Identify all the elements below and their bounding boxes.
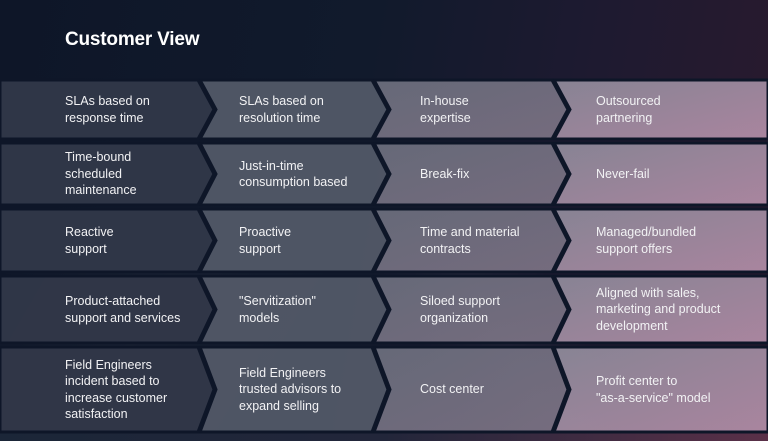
chevron-cell-shape (551, 78, 768, 141)
cell-r3-c2: Proactive support (239, 209, 379, 272)
cell-r5-c2: Field Engineers trusted advisors to expa… (239, 347, 379, 432)
cell-r1-c3: In-house expertise (420, 80, 565, 139)
cell-text: SLAs based on response time (65, 94, 150, 125)
cell-text: In-house expertise (420, 94, 471, 125)
chevron-cell-shape (371, 274, 570, 345)
cell-r4-c2: "Servitization" models (239, 276, 379, 343)
cell-text: Aligned with sales, marketing and produc… (596, 285, 721, 333)
chevron-cell-shape (197, 78, 390, 141)
cell-text: Never-fail (596, 166, 650, 181)
cell-text: Reactive support (65, 225, 114, 256)
cell-text: "Servitization" models (239, 294, 316, 325)
cell-text: Proactive support (239, 225, 292, 256)
chevron-cell-shape (551, 207, 768, 274)
chevron-cell-shape (551, 141, 768, 207)
cell-text: SLAs based on resolution time (239, 94, 324, 125)
cell-text: Time and material contracts (420, 225, 520, 256)
cell-text: Managed/bundled support offers (596, 225, 697, 256)
cell-text: Cost center (420, 382, 484, 397)
chevron-cell-shape (0, 141, 216, 207)
chevron-cell-shape (0, 345, 216, 434)
cell-r2-c3: Break-fix (420, 143, 565, 205)
cell-r4-c1: Product-attached support and services (65, 276, 205, 343)
cell-r2-c2: Just-in-time consumption based (239, 143, 379, 205)
cell-r1-c2: SLAs based on resolution time (239, 80, 379, 139)
cell-r4-c3: Siloed support organization (420, 276, 565, 343)
chevron-cell-shape (371, 207, 570, 274)
chevron-cell-shape (197, 274, 390, 345)
chevron-cell-shape (197, 141, 390, 207)
chevron-cell-shape (371, 78, 570, 141)
cell-r3-c1: Reactive support (65, 209, 205, 272)
cell-text: Time-bound scheduled maintenance (65, 150, 137, 198)
cell-r5-c1: Field Engineers incident based to increa… (65, 347, 205, 432)
chevron-cell-shape (371, 141, 570, 207)
cell-text: Profit center to "as-a-service" model (596, 374, 711, 405)
chevron-cell-shape (0, 274, 216, 345)
chevron-cell-shape (0, 207, 216, 274)
chevron-cell-shape (551, 274, 768, 345)
cell-text: Outsourced partnering (596, 94, 661, 125)
cell-r4-c4: Aligned with sales, marketing and produc… (596, 276, 761, 343)
chevron-cell-shape (371, 345, 570, 434)
cell-text: Product-attached support and services (65, 294, 181, 325)
cell-r2-c4: Never-fail (596, 143, 761, 205)
cell-text: Field Engineers incident based to increa… (65, 357, 168, 422)
chevron-cell-shape (551, 345, 768, 434)
cell-r3-c3: Time and material contracts (420, 209, 565, 272)
chevron-cell-shape (197, 345, 390, 434)
cell-r1-c1: SLAs based on response time (65, 80, 205, 139)
cell-text: Just-in-time consumption based (239, 158, 348, 190)
cell-text: Siloed support organization (420, 294, 500, 325)
page-title: Customer View (65, 29, 200, 50)
cell-r3-c4: Managed/bundled support offers (596, 209, 761, 272)
chevron-cell-shape (0, 78, 216, 141)
bottom-band (0, 432, 768, 441)
cell-r5-c3: Cost center (420, 347, 565, 432)
cell-text: Field Engineers trusted advisors to expa… (239, 365, 342, 413)
cell-r2-c1: Time-bound scheduled maintenance (65, 143, 205, 205)
cell-r5-c4: Profit center to "as-a-service" model (596, 347, 761, 432)
chevron-cell-shape (197, 207, 390, 274)
cell-r1-c4: Outsourced partnering (596, 80, 761, 139)
cell-text: Break-fix (420, 166, 470, 181)
